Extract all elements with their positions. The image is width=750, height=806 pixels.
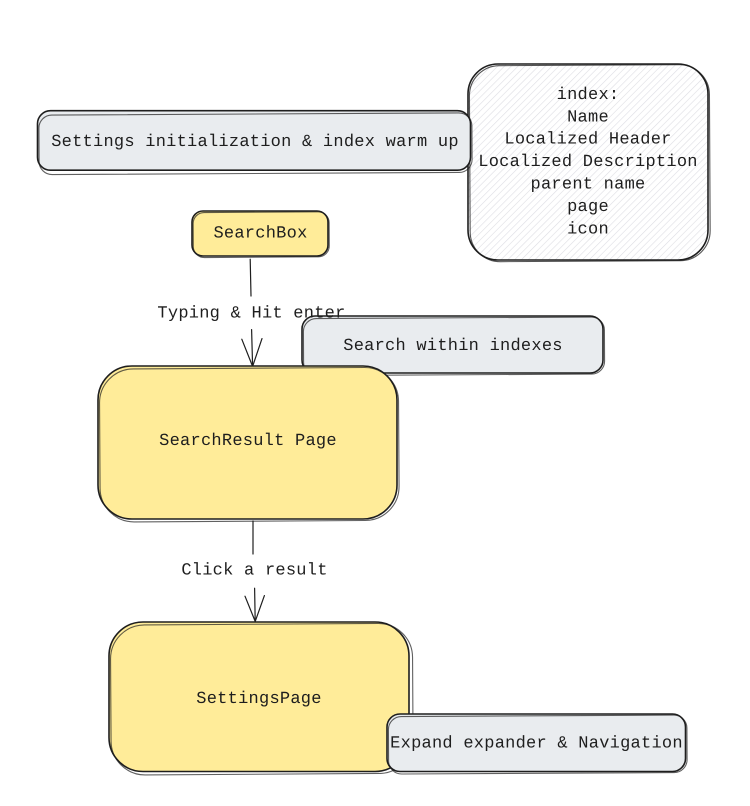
- svg-text:Click a result: Click a result: [181, 562, 327, 581]
- svg-text:Name: Name: [567, 108, 609, 127]
- svg-text:SearchResult Page: SearchResult Page: [159, 432, 337, 451]
- svg-text:page: page: [567, 198, 609, 217]
- svg-text:SettingsPage: SettingsPage: [196, 690, 321, 709]
- svg-text:Search within indexes: Search within indexes: [343, 337, 563, 356]
- svg-text:index:: index:: [557, 86, 620, 105]
- svg-text:Typing & Hit enter: Typing & Hit enter: [157, 305, 345, 324]
- svg-text:icon: icon: [567, 220, 609, 239]
- svg-text:Expand expander & Navigation: Expand expander & Navigation: [390, 735, 683, 754]
- svg-text:parent name: parent name: [531, 176, 646, 195]
- svg-text:Localized Description: Localized Description: [478, 153, 698, 172]
- svg-text:SearchBox: SearchBox: [213, 224, 307, 243]
- svg-text:Settings initialization & inde: Settings initialization & index warm up: [51, 133, 459, 152]
- svg-text:Localized Header: Localized Header: [504, 131, 671, 150]
